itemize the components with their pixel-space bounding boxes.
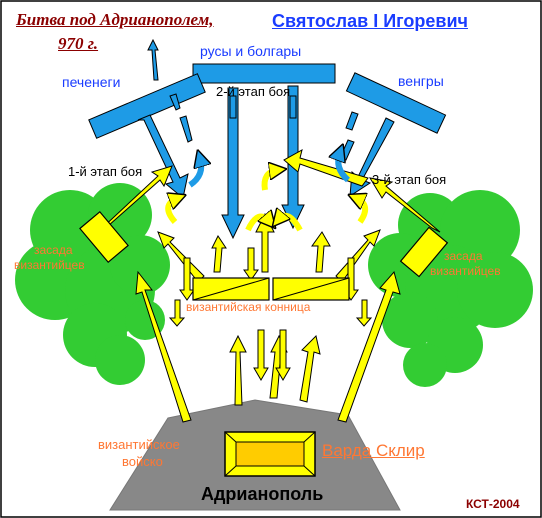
commander-rus: Святослав I Игоревич bbox=[272, 11, 468, 31]
label-ambush-left-2: византийцев bbox=[14, 258, 85, 272]
pechenegs-bar bbox=[88, 73, 206, 139]
label-ambush-left-1: засада bbox=[34, 243, 73, 257]
label-phase2: 2-й этап боя bbox=[216, 84, 291, 99]
city-label: Адрианополь bbox=[201, 484, 324, 504]
rus-bulgars-bar bbox=[192, 63, 336, 84]
credit: КСТ-2004 bbox=[466, 497, 520, 511]
label-byz-army-1: византийское bbox=[98, 437, 180, 452]
label-phase1: 1-й этап боя bbox=[68, 164, 143, 179]
label-ambush-right-2: византийцев bbox=[430, 264, 501, 278]
byzantine-arrows bbox=[99, 149, 441, 423]
label-ambush-right-1: засада bbox=[444, 249, 483, 263]
forest-left bbox=[15, 183, 170, 385]
curved-yellow-arrows bbox=[165, 170, 369, 232]
title-line2: 970 г. bbox=[58, 34, 99, 53]
ambush-block-left bbox=[79, 210, 129, 264]
label-byz-cavalry: византийская конница bbox=[186, 300, 311, 314]
label-phase3: 3-й этап боя bbox=[372, 172, 447, 187]
curved-blue-arrows bbox=[188, 152, 351, 188]
label-byz-army-2: войско bbox=[122, 454, 163, 469]
label-pechenegs: печенеги bbox=[62, 74, 121, 90]
hungarians-bar bbox=[345, 72, 447, 134]
byzantine-cavalry bbox=[192, 277, 350, 301]
label-rus-bulgars: русы и болгары bbox=[200, 43, 302, 59]
ambush-block-right bbox=[399, 226, 449, 278]
label-hungarians: венгры bbox=[398, 73, 444, 89]
byzantine-command-box bbox=[224, 431, 316, 477]
forest-right bbox=[368, 190, 533, 387]
commander-byz: Варда Склир bbox=[322, 441, 425, 460]
title-line1: Битва под Адрианополем, bbox=[16, 10, 214, 29]
